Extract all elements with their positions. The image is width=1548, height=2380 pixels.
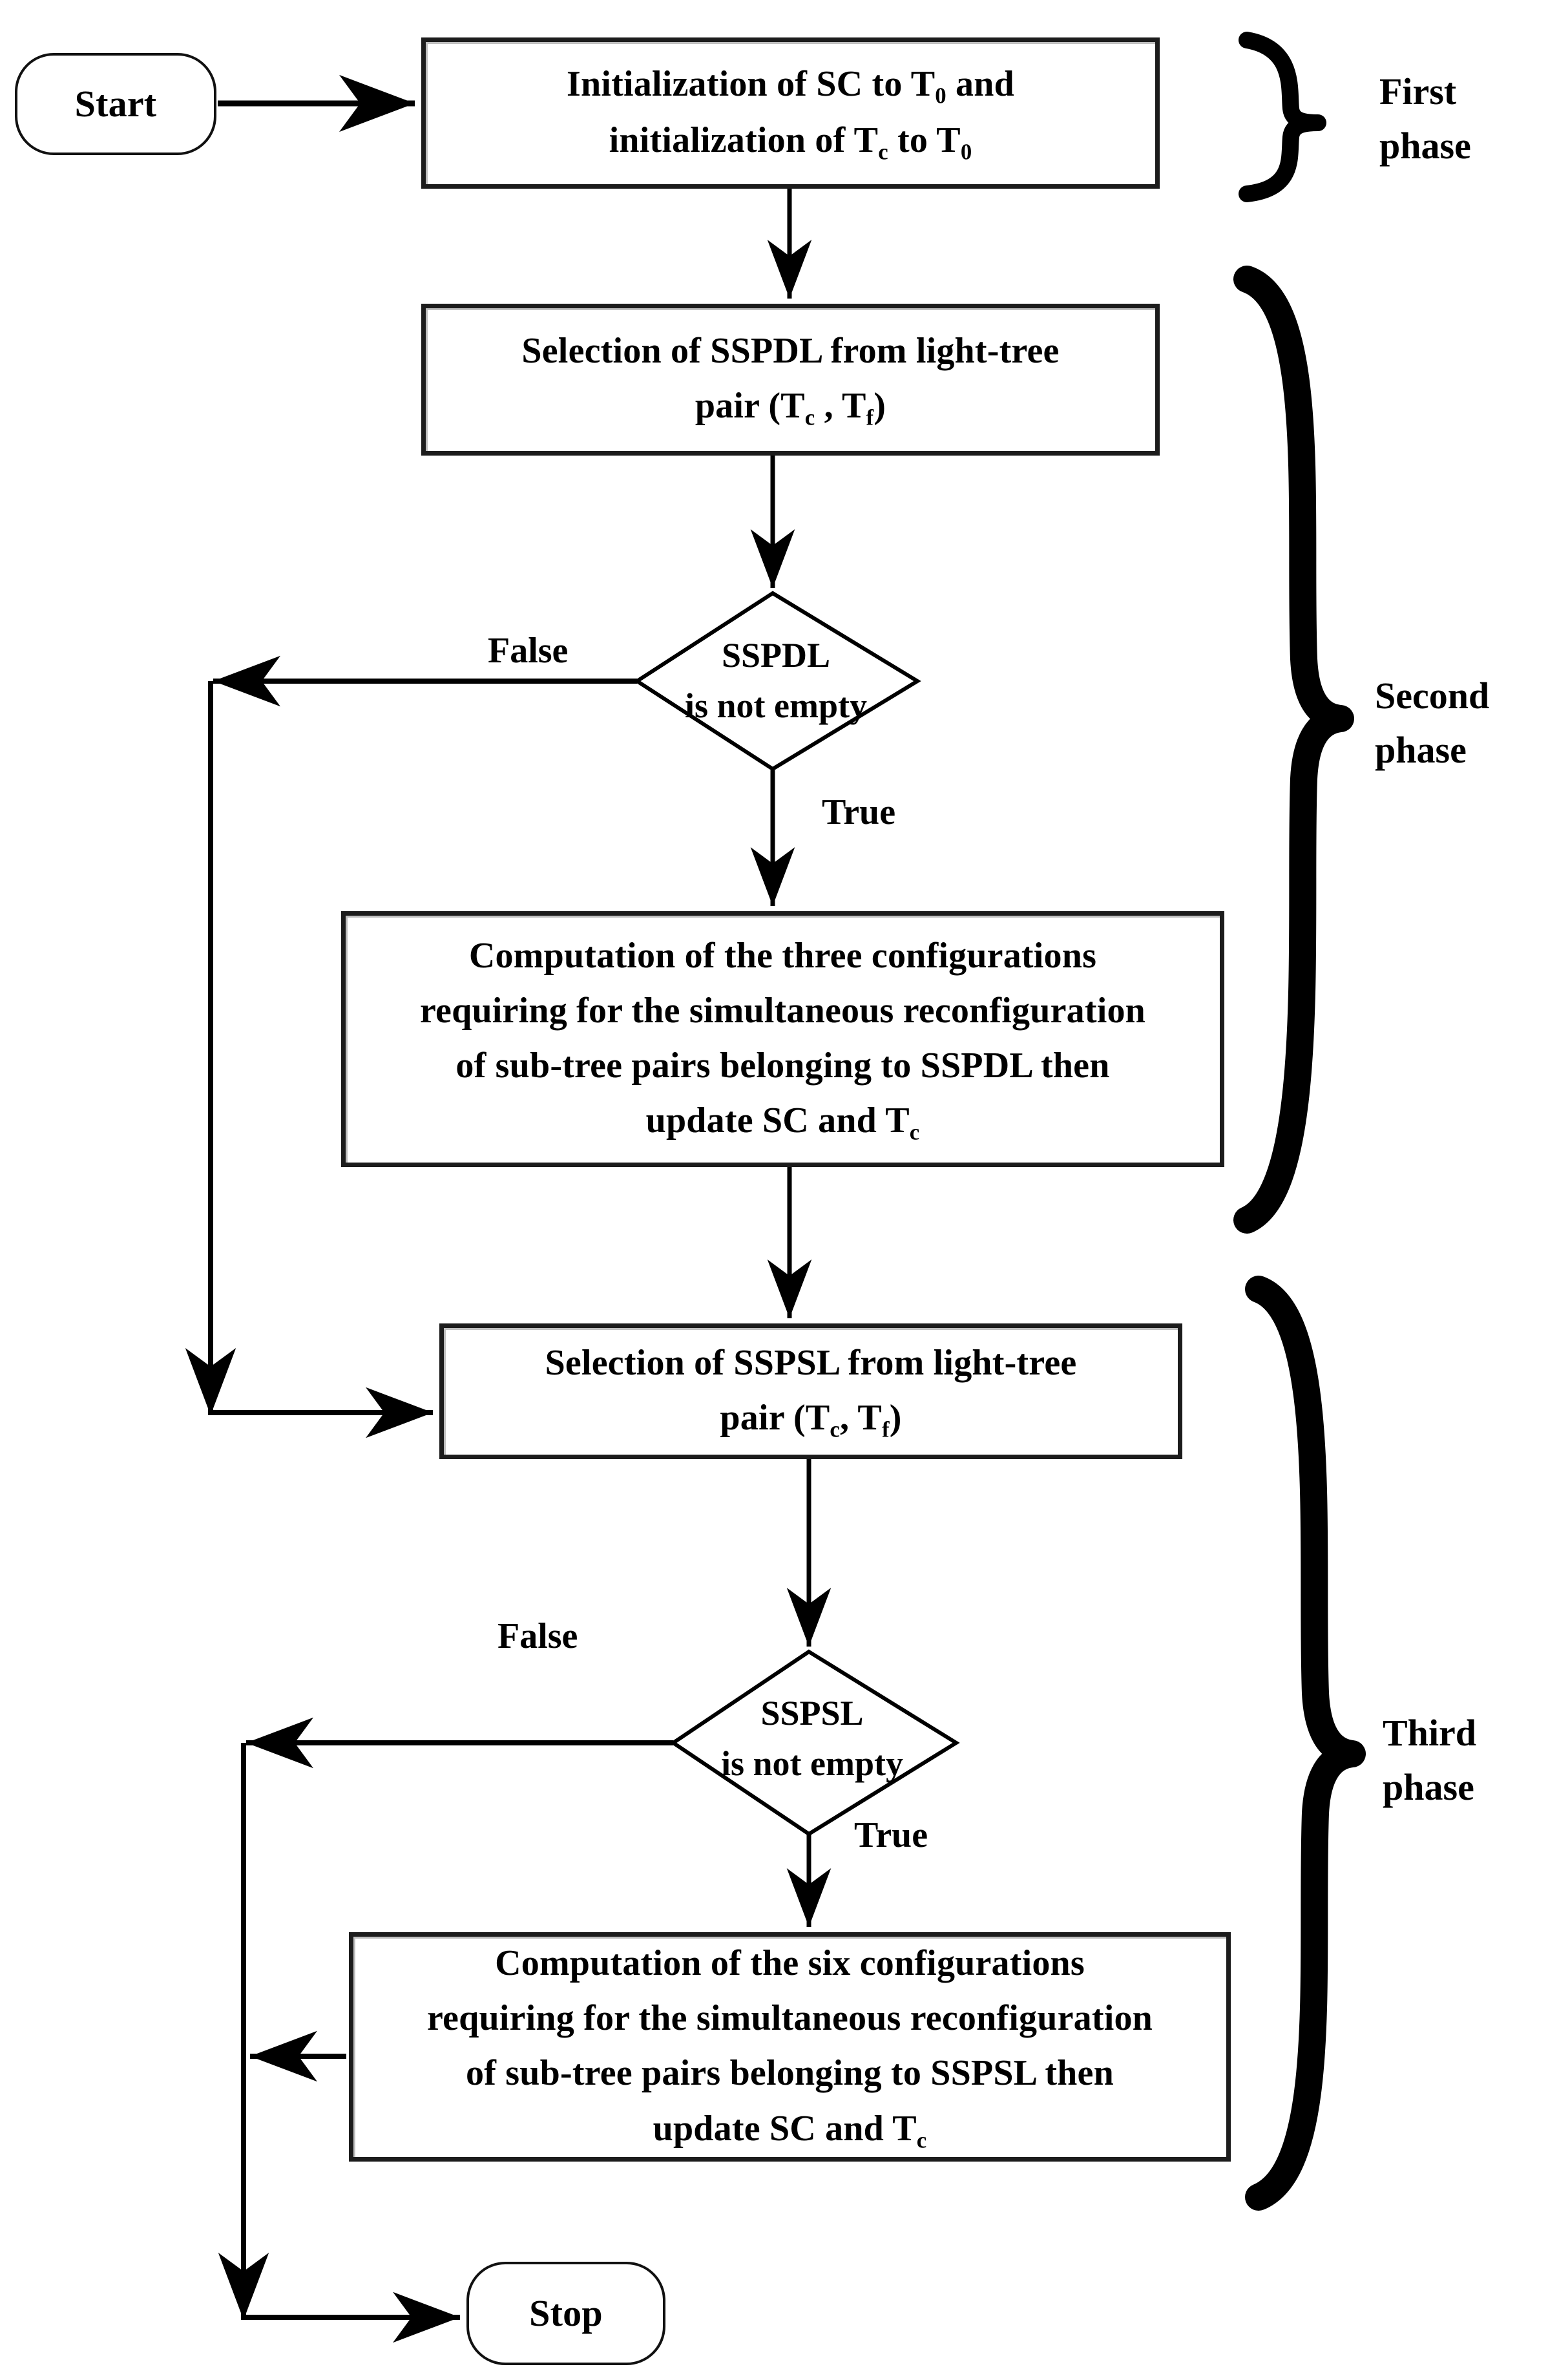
initialization-node[interactable]: Initialization of SC to T0 and initializ… — [421, 37, 1160, 189]
compute-three-line-2: requiring for the simultaneous reconfigu… — [420, 990, 1145, 1031]
select-sspdl-line-1: Selection of SSPDL from light-tree — [521, 331, 1060, 372]
c3-l4-sub: c — [909, 1119, 920, 1145]
sspdl-l2-mid: , T — [815, 386, 866, 427]
compute-three-line-4: update SC and Tc — [420, 1093, 1145, 1150]
decision-sspdl-line-2: is not empty — [685, 686, 867, 726]
sspsl-l2-sub2: f — [881, 1416, 890, 1442]
brace-first-phase — [1239, 32, 1326, 202]
edge-label-true-top: True — [822, 792, 896, 832]
select-sspsl-line-2: pair (Tc, Tf) — [545, 1391, 1077, 1447]
select-sspsl-line-1: Selection of SSPSL from light-tree — [545, 1342, 1077, 1383]
select-sspdl-node[interactable]: Selection of SSPDL from light-tree pair … — [421, 304, 1160, 456]
compute-three-line-3: of sub-tree pairs belonging to SSPDL the… — [455, 1045, 1110, 1086]
stop-node[interactable]: Stop — [466, 2262, 665, 2365]
sspdl-l2-pre: pair (T — [695, 386, 805, 427]
decision-sspdl-label[interactable]: SSPDL is not empty — [663, 630, 889, 732]
edge-label-false-top: False — [488, 631, 569, 671]
compute-six-text: Computation of the six configurations re… — [427, 1936, 1153, 2158]
sspsl-l2-sub1: c — [830, 1416, 840, 1442]
sspdl-l2-post: ) — [873, 386, 886, 427]
sspsl-l2-post: ) — [889, 1397, 902, 1438]
start-node[interactable]: Start — [15, 53, 216, 155]
init-l1-pre: Initialization of SC to T — [567, 63, 936, 104]
sspsl-l2-mid: , T — [840, 1397, 882, 1438]
sspdl-l2-sub2: f — [866, 405, 874, 430]
compute-three-node[interactable]: Computation of the three configurations … — [341, 911, 1224, 1167]
phase-label-second: Second phase — [1375, 675, 1490, 772]
c3-l4-pre: update SC and T — [645, 1100, 910, 1141]
compute-three-line-1: Computation of the three configurations — [468, 935, 1097, 976]
init-l2-mid: to T — [888, 120, 961, 160]
select-sspdl-line-2: pair (Tc , Tf) — [521, 379, 1059, 435]
brace-second-phase — [1233, 266, 1354, 1234]
select-sspdl-text: Selection of SSPDL from light-tree pair … — [521, 324, 1059, 435]
c6-l4-pre: update SC and T — [653, 2108, 917, 2149]
sspsl-l2-pre: pair (T — [720, 1397, 830, 1438]
select-sspsl-node[interactable]: Selection of SSPSL from light-tree pair … — [439, 1323, 1182, 1459]
init-l1-post: and — [946, 63, 1014, 104]
phase-label-third: Third phase — [1383, 1712, 1477, 1809]
init-l1-sub: 0 — [935, 83, 947, 109]
compute-three-text: Computation of the three configurations … — [420, 929, 1145, 1150]
compute-six-node[interactable]: Computation of the six configurations re… — [349, 1932, 1231, 2162]
compute-six-line-2: requiring for the simultaneous reconfigu… — [427, 1998, 1153, 2039]
start-label: Start — [74, 82, 157, 125]
compute-six-line-1: Computation of the six configurations — [495, 1943, 1085, 1984]
c6-l4-sub: c — [916, 2127, 927, 2153]
initialization-text: Initialization of SC to T0 and initializ… — [567, 57, 1014, 169]
decision-sspdl-line-1: SSPDL — [721, 636, 831, 675]
brace-third-phase — [1245, 1276, 1366, 2211]
initialization-line-1: Initialization of SC to T0 and — [567, 57, 1014, 113]
decision-sspsl-line-1: SSPSL — [760, 1694, 864, 1732]
decision-sspsl-line-2: is not empty — [721, 1744, 903, 1784]
phase-label-first: First phase — [1379, 70, 1471, 167]
init-l2-sub: c — [878, 139, 888, 165]
compute-six-line-3: of sub-tree pairs belonging to SSPSL the… — [466, 2053, 1114, 2094]
init-l2-sub2: 0 — [960, 139, 972, 165]
init-l2-pre: initialization of T — [609, 120, 879, 160]
edge-label-true-bottom: True — [854, 1815, 928, 1855]
edge-label-false-bottom: False — [497, 1616, 578, 1656]
select-sspsl-text: Selection of SSPSL from light-tree pair … — [545, 1336, 1077, 1447]
sspdl-l2-sub1: c — [804, 405, 815, 430]
initialization-line-2: initialization of Tc to T0 — [567, 113, 1014, 169]
stop-label: Stop — [529, 2291, 603, 2334]
compute-six-line-4: update SC and Tc — [427, 2101, 1153, 2158]
decision-sspsl-label[interactable]: SSPSL is not empty — [699, 1688, 925, 1789]
